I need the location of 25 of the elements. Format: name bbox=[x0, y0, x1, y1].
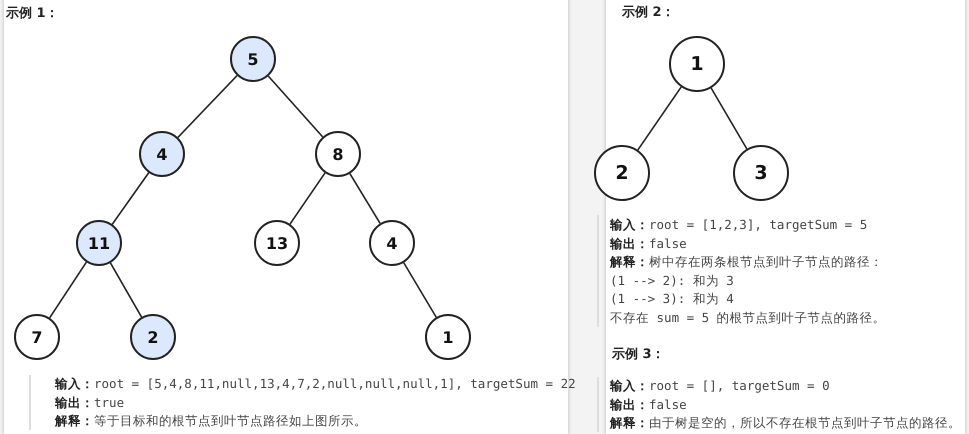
tree-edge bbox=[710, 88, 748, 150]
example-heading: 示例 3： bbox=[612, 346, 665, 363]
tree-edge bbox=[268, 76, 324, 138]
example-text: 输入：root = [1,2,3], targetSum = 5 bbox=[610, 217, 868, 234]
tree-edge bbox=[177, 75, 238, 138]
example-text: 输入：root = [5,4,8,11,null,13,4,7,2,null,null,null,1], targetSum = 22 bbox=[55, 376, 576, 393]
example-text: 输出：false bbox=[610, 236, 687, 253]
example-text: 解释：树中存在两条根节点到叶子节点的路径： bbox=[610, 254, 883, 271]
tree-edge bbox=[637, 86, 682, 150]
example-text: 解释：等于目标和的根节点到叶节点路径如上图所示。 bbox=[55, 413, 367, 430]
example-text: 不存在 sum = 5 的根节点到叶子节点的路径。 bbox=[610, 310, 886, 327]
example-text: 解释：由于树是空的，所以不存在根节点到叶子节点的路径。 bbox=[610, 415, 961, 432]
example-text: 输出：true bbox=[55, 395, 124, 412]
example-text: 输出：false bbox=[610, 397, 687, 414]
tree-edge bbox=[289, 172, 326, 224]
example-text: (1 --> 2): 和为 3 bbox=[610, 273, 734, 290]
example-heading: 示例 2： bbox=[622, 4, 675, 21]
tree-edge bbox=[403, 262, 437, 318]
example-text: (1 --> 3): 和为 4 bbox=[610, 291, 734, 308]
example-heading: 示例 1： bbox=[6, 5, 59, 22]
example-text: 输入：root = [], targetSum = 0 bbox=[610, 378, 830, 395]
tree-edge bbox=[49, 262, 87, 318]
tree-edge bbox=[110, 262, 142, 318]
tree-edge bbox=[349, 173, 381, 224]
tree-edge bbox=[112, 172, 150, 225]
